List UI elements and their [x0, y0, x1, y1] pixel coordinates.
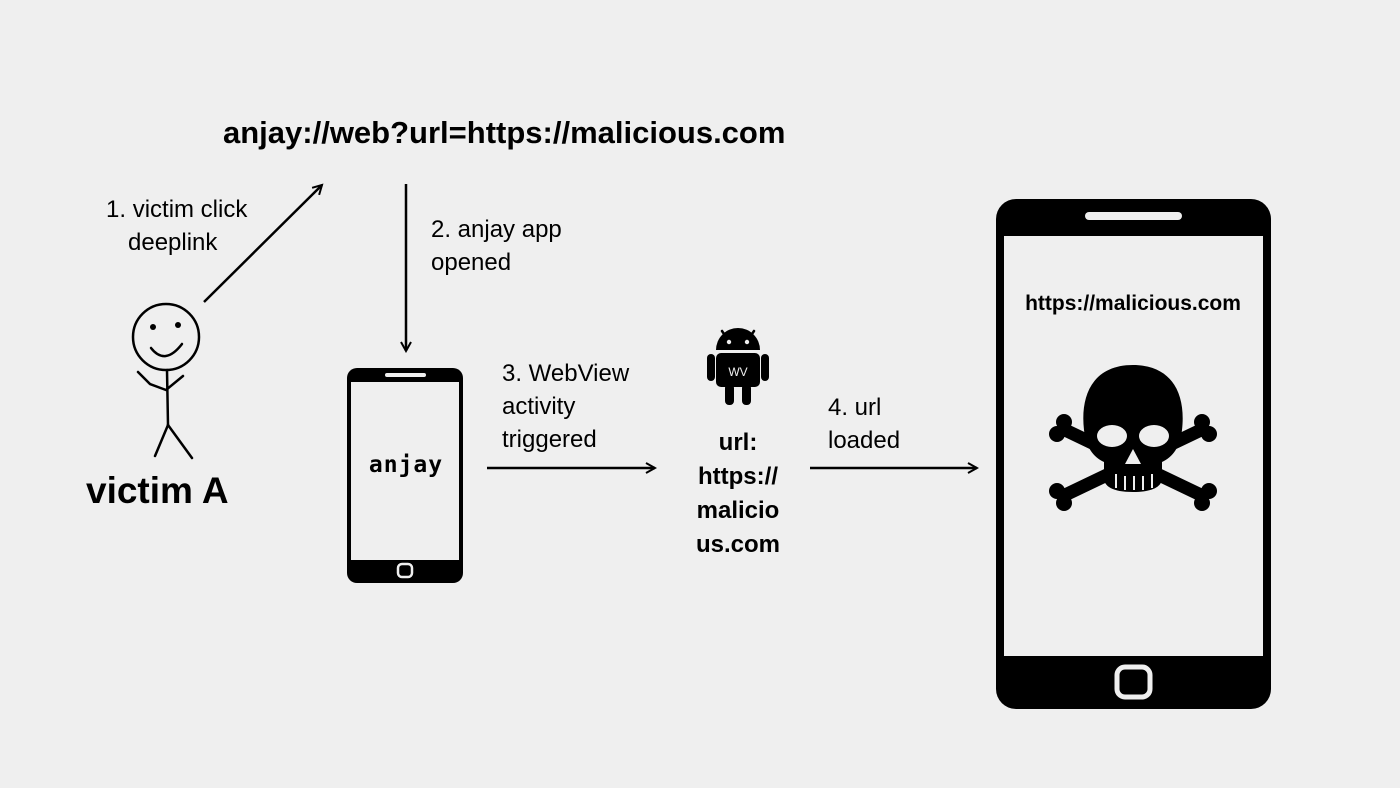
step-4-line2: loaded: [828, 427, 901, 454]
webview-url-line: https://: [698, 463, 778, 490]
screen-url: https://malicious.com: [1025, 292, 1241, 315]
victim-label: victim A: [86, 470, 229, 511]
step-3-label: 3. WebView activity triggered: [502, 357, 629, 456]
webview-url-line: malicio: [696, 497, 780, 524]
step-1-line2: deeplink: [128, 229, 218, 256]
webview-url-line: url:: [718, 429, 758, 456]
webview-url: url: https:// malicio us.com: [688, 426, 788, 562]
step-1-line1: victim click: [132, 196, 248, 223]
webview-badge: WV: [728, 365, 747, 379]
step-3-line1: 3. WebView: [502, 360, 630, 387]
webview-url-line: us.com: [695, 531, 781, 558]
step-3-line2: activity: [502, 393, 576, 420]
step-2-line1: 2. anjay app: [431, 216, 562, 243]
phone-icon: [347, 368, 463, 583]
step-2-line2: opened: [431, 249, 512, 276]
android-icon: WV: [707, 328, 769, 405]
arrow-click-deeplink: [203, 185, 322, 303]
step-2-label: 2. anjay app opened: [431, 213, 562, 279]
stick-figure-icon: [131, 302, 201, 460]
step-3-line3: triggered: [502, 426, 597, 453]
deeplink-url: anjay://web?url=https://malicious.com: [223, 115, 786, 150]
step-4-line1: 4. url: [828, 394, 882, 421]
step-1-label: 1. victim click deeplink: [106, 193, 247, 259]
app-name: anjay: [368, 452, 444, 478]
skull-crossbones-icon: [1049, 365, 1217, 511]
step-4-label: 4. url loaded: [828, 391, 900, 457]
step-1-number: 1.: [106, 196, 127, 223]
